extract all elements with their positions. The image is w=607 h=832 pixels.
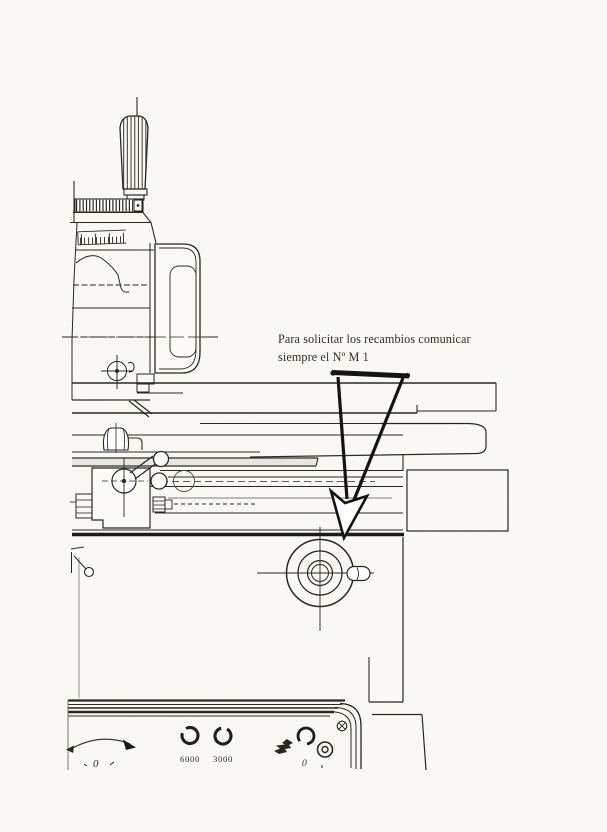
spindle-speed-buttons: 6000 3000 <box>180 725 233 764</box>
speed-label-6000: 6000 <box>180 754 200 764</box>
screw-icon <box>336 720 348 732</box>
shaft-end-knob <box>150 472 168 490</box>
selector-zero-label: 0 <box>302 759 307 769</box>
feed-handle-knob <box>119 97 149 201</box>
control-panel: 0 6000 3000 0 <box>66 699 362 770</box>
apron-clamp-lever <box>70 450 195 529</box>
speed-button-3000-icon <box>213 726 233 746</box>
selector-icon <box>316 741 334 758</box>
crossfeed-handwheel <box>257 527 374 631</box>
speed-label-3000: 3000 <box>213 754 233 764</box>
graduated-dial <box>70 181 157 244</box>
grease-icon <box>274 739 293 754</box>
vertical-scale <box>77 229 127 246</box>
casting-profile-curve <box>75 255 130 293</box>
arrowhead <box>328 487 370 542</box>
lever-ball-handle <box>152 450 170 468</box>
drain-crank-handle <box>70 546 95 578</box>
panel-top-striped-band <box>68 699 345 717</box>
speed-button-6000-icon <box>180 725 200 746</box>
panel-border <box>67 700 362 770</box>
wheel-guard <box>62 243 218 394</box>
pointer-arrow <box>328 370 411 542</box>
annotation-line1: Para solicitar los recambios comunicar <box>278 332 471 346</box>
apron-side-bracket <box>75 493 93 519</box>
round-button-icon <box>296 726 316 746</box>
lubrication-selector-group: 0 <box>274 720 348 769</box>
annotation-line2: siempre el Nº M 1 <box>278 350 369 364</box>
annotation: Para solicitar los recambios comunicar s… <box>278 332 471 364</box>
scale-ticks <box>79 236 125 245</box>
table-rotation-control: 0 <box>66 738 136 770</box>
table-end-block <box>249 422 487 458</box>
table-clamp-nut <box>102 423 143 453</box>
saddle-block <box>406 469 509 532</box>
machine-base <box>70 537 427 771</box>
rotation-zero-label: 0 <box>93 758 99 770</box>
